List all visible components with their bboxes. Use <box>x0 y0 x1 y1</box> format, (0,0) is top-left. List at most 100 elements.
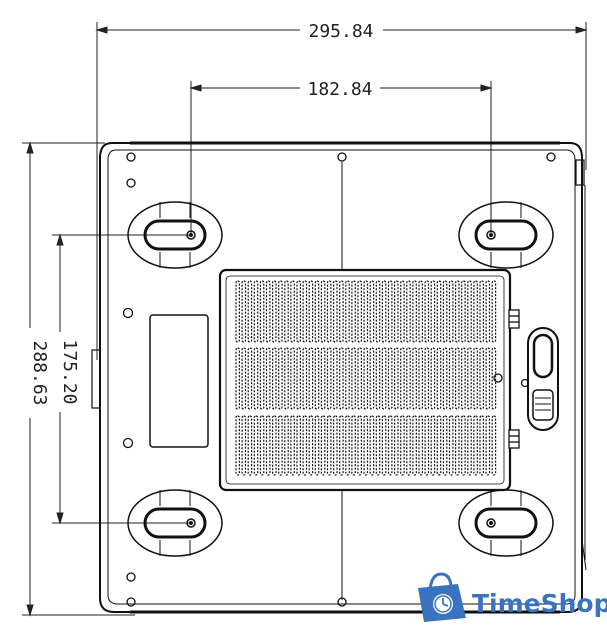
vent-slot <box>253 347 259 410</box>
panel-hinges <box>508 309 520 449</box>
vent-slot <box>436 415 442 476</box>
vent-slot <box>253 415 259 476</box>
vent-slot <box>375 280 381 343</box>
dimension-label-overall-depth: 288.63 <box>29 340 50 405</box>
hole <box>122 437 134 449</box>
vent-slot <box>430 280 436 343</box>
vent-slot <box>430 347 436 410</box>
vent-slot <box>381 415 387 476</box>
vent-slot <box>394 347 399 410</box>
vent-slot <box>265 415 271 476</box>
device-body <box>91 141 587 614</box>
vent-slot <box>351 280 356 343</box>
vent-slot <box>485 415 491 476</box>
vent-slot <box>314 347 320 410</box>
vent-slot <box>369 280 375 343</box>
vent-slot <box>387 280 393 343</box>
vent-slot <box>461 347 466 410</box>
vent-slot <box>412 347 417 410</box>
hole <box>126 178 136 188</box>
vent-panel <box>218 268 530 492</box>
vent-slot <box>296 347 302 410</box>
vent-slot <box>235 415 241 476</box>
vent-slot <box>345 415 350 476</box>
foot-top-right <box>458 201 554 269</box>
dimension-overall-width <box>95 22 588 360</box>
vent-slot <box>326 280 332 343</box>
foot-top-left <box>127 201 223 269</box>
vent-slot <box>369 415 375 476</box>
vent-slot <box>351 347 356 410</box>
vent-slot <box>387 415 393 476</box>
vent-slot <box>455 415 460 476</box>
vent-slot <box>375 415 381 476</box>
vent-slot <box>235 280 241 343</box>
vent-slot <box>272 347 277 410</box>
vent-slot <box>424 415 430 476</box>
dimension-foot-spacing-y <box>52 233 191 525</box>
vent-slot <box>424 280 430 343</box>
vent-slot <box>272 415 277 476</box>
vent-slot <box>473 415 478 476</box>
vent-slot <box>406 415 411 476</box>
vent-slot <box>479 347 485 410</box>
vent-slot <box>320 280 326 343</box>
hole <box>546 152 556 162</box>
dimension-label-foot-spacing-x: 182.84 <box>307 79 372 100</box>
vent-slot <box>308 280 314 343</box>
vent-slot <box>418 415 424 476</box>
vent-slot <box>241 280 247 343</box>
vent-slot <box>375 347 381 410</box>
vent-slot <box>406 280 411 343</box>
vent-slot <box>326 415 332 476</box>
vent-slot <box>290 415 295 476</box>
vent-slot <box>436 280 442 343</box>
vent-slot <box>296 415 302 476</box>
vent-slot <box>442 280 448 343</box>
vent-slot <box>491 280 497 343</box>
vent-slot <box>290 347 295 410</box>
vent-slot <box>345 347 350 410</box>
vent-slot <box>247 347 253 410</box>
vent-slot <box>485 347 491 410</box>
vent-slot <box>339 347 344 410</box>
vent-slot <box>394 280 399 343</box>
vent-slot <box>253 280 259 343</box>
dimension-label-overall-width: 295.84 <box>308 21 373 42</box>
vent-slot <box>387 347 393 410</box>
vent-slot <box>473 280 478 343</box>
shopping-bag-clock-icon <box>418 572 466 622</box>
vent-slot <box>400 415 405 476</box>
vent-slot <box>363 415 369 476</box>
vent-slot <box>284 347 289 410</box>
vent-slots <box>235 280 497 476</box>
vent-slot <box>339 415 344 476</box>
vent-slot <box>320 415 326 476</box>
vent-slot <box>436 347 442 410</box>
hole <box>126 572 136 582</box>
vent-slot <box>259 280 265 343</box>
vent-slot <box>381 280 387 343</box>
vent-slot <box>442 415 448 476</box>
label-recess <box>149 314 209 448</box>
vent-slot <box>406 347 411 410</box>
vent-slot <box>265 280 271 343</box>
vent-slot <box>284 280 289 343</box>
vent-slot <box>412 280 417 343</box>
dimension-label-foot-spacing-y: 175.20 <box>59 339 80 404</box>
vent-slot <box>339 280 344 343</box>
vent-slot <box>357 280 363 343</box>
vent-slot <box>333 280 338 343</box>
vent-slot <box>320 347 326 410</box>
hole <box>337 597 347 607</box>
dimension-overall-depth <box>22 141 135 617</box>
vent-slot <box>308 415 314 476</box>
vent-slot <box>381 347 387 410</box>
vent-slot <box>467 415 472 476</box>
vent-slot <box>351 415 356 476</box>
vent-slot <box>479 280 485 343</box>
vent-slot <box>448 280 454 343</box>
vent-slot <box>485 280 491 343</box>
vent-slot <box>412 415 417 476</box>
